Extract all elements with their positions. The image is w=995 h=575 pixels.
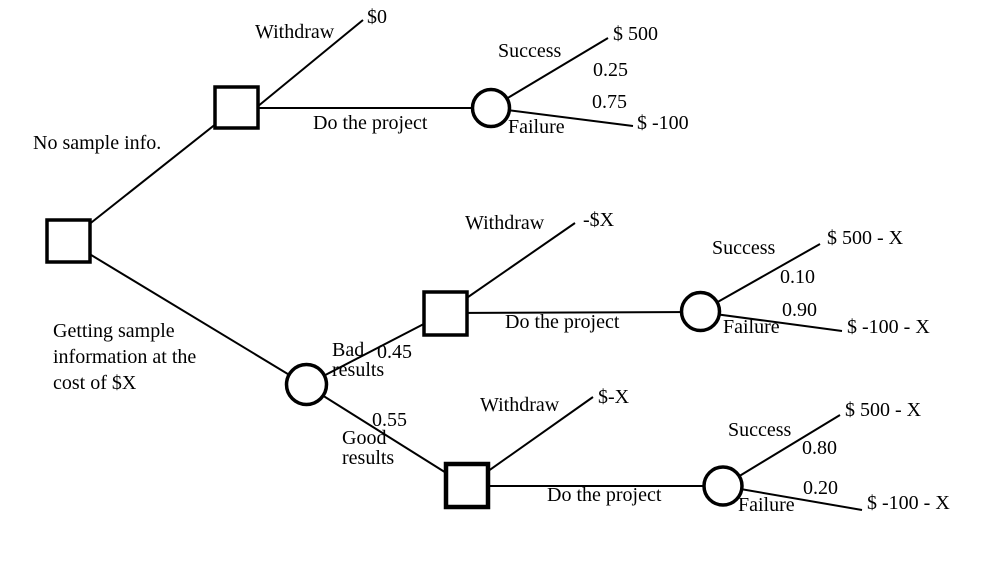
prob-mid-failure: 0.90 [782,299,817,321]
branch-label-mid-do-project: Do the project [505,311,620,333]
edge-mid-success [699,243,821,313]
chance-node-no-sample-project [470,87,512,129]
payoff-top-success: $ 500 [613,23,658,45]
payoff-bot-withdraw: $-X [598,386,630,408]
chance-node-good-project [702,465,744,507]
edge-bad-results [305,312,446,386]
prob-top-success: 0.25 [593,59,628,81]
edge-mid-do-project [444,311,701,314]
branch-label-no-sample: No sample info. [33,132,162,154]
payoff-top-withdraw: $0 [367,6,387,28]
branch-label-bot-success: Success [728,419,792,441]
branch-label-top-success: Success [498,40,562,62]
edge-top-failure [490,107,634,127]
branch-label-top-withdraw: Withdraw [255,21,335,43]
tree-nodes [45,85,744,510]
tree-edges [67,19,863,511]
branch-label-mid-failure: Failure [723,316,780,338]
edge-good-results [305,384,468,487]
payoff-bot-failure: $ -100 - X [867,492,950,514]
branch-label-sample: Getting sample information at the cost o… [53,320,197,394]
edge-root-sample [67,240,307,386]
decision-node-no-sample [213,85,260,130]
branch-label-mid-success: Success [712,237,776,259]
chance-node-bad-project [679,290,722,333]
decision-node-bad-results [422,290,469,337]
branch-label-good-results: Good results [342,427,395,469]
branch-label-top-do-project: Do the project [313,112,428,134]
payoff-mid-success: $ 500 - X [827,227,904,249]
branch-label-bot-withdraw: Withdraw [480,394,560,416]
branch-label-mid-withdraw: Withdraw [465,212,545,234]
payoff-bot-success: $ 500 - X [845,399,922,421]
prob-mid-success: 0.10 [780,266,815,288]
edge-bot-failure [722,485,863,511]
branch-label-bot-do-project: Do the project [547,484,662,506]
edge-mid-failure [699,311,843,332]
prob-bot-failure: 0.20 [803,477,838,499]
prob-bad-results: 0.45 [377,341,412,363]
edge-root-no-sample [67,107,237,242]
branch-label-top-failure: Failure [508,116,565,138]
branch-label-bad-results: Bad results [332,339,385,381]
decision-node-good-results [443,461,491,510]
chance-node-sample-result [284,362,329,407]
edge-top-success [490,37,609,109]
payoff-top-failure: $ -100 [637,112,689,134]
edge-bot-success [722,414,841,487]
decision-node-root [45,218,92,264]
edge-top-withdraw [256,19,364,108]
prob-bot-success: 0.80 [802,437,837,459]
branch-label-bot-failure: Failure [738,494,795,516]
payoff-mid-failure: $ -100 - X [847,316,930,338]
payoff-mid-withdraw: -$X [583,209,615,231]
prob-top-failure: 0.75 [592,91,627,113]
prob-good-results: 0.55 [372,409,407,431]
